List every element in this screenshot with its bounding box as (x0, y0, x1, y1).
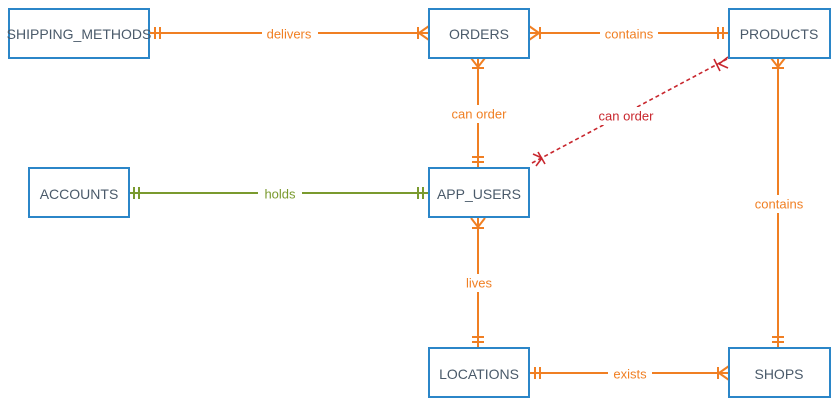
relation-products-shops-label: contains (755, 197, 804, 212)
entity-shipping-methods[interactable]: SHIPPING_METHODS (7, 8, 152, 59)
relation-delivers-label-bg (262, 25, 318, 42)
relation-users-products[interactable] (531, 56, 730, 167)
relation-orders-products-label-bg (600, 25, 658, 42)
entity-shops-label: SHOPS (754, 366, 803, 382)
relation-holds-label: holds (264, 187, 296, 202)
entity-orders-label: ORDERS (449, 26, 509, 42)
entity-shops[interactable]: SHOPS (728, 347, 831, 398)
relation-holds-label-bg (258, 185, 302, 202)
relation-exists-label: exists (613, 367, 647, 382)
entity-locations[interactable]: LOCATIONS (428, 347, 530, 398)
relation-lives-label-bg (460, 274, 498, 292)
entity-products-label: PRODUCTS (740, 26, 819, 42)
relation-orders-products-label: contains (605, 27, 654, 42)
relation-orders-users-label-bg (449, 105, 509, 123)
entity-products[interactable]: PRODUCTS (728, 8, 831, 59)
relation-users-products-label-bg (596, 107, 656, 125)
entity-orders[interactable]: ORDERS (428, 8, 530, 59)
entity-shipping-methods-label: SHIPPING_METHODS (7, 26, 152, 42)
relation-exists-label-bg (608, 365, 652, 382)
entity-app-users-label: APP_USERS (437, 186, 521, 202)
relation-products-shops-label-bg (750, 195, 808, 213)
entity-app-users[interactable]: APP_USERS (428, 167, 530, 218)
entity-accounts-label: ACCOUNTS (40, 186, 119, 202)
relation-orders-users-label: can order (452, 107, 508, 122)
relation-users-products-label: can order (599, 109, 655, 124)
relation-delivers-label: delivers (267, 27, 312, 42)
entity-locations-label: LOCATIONS (439, 366, 519, 382)
relation-lives-label: lives (466, 276, 493, 291)
entity-accounts[interactable]: ACCOUNTS (28, 167, 130, 218)
